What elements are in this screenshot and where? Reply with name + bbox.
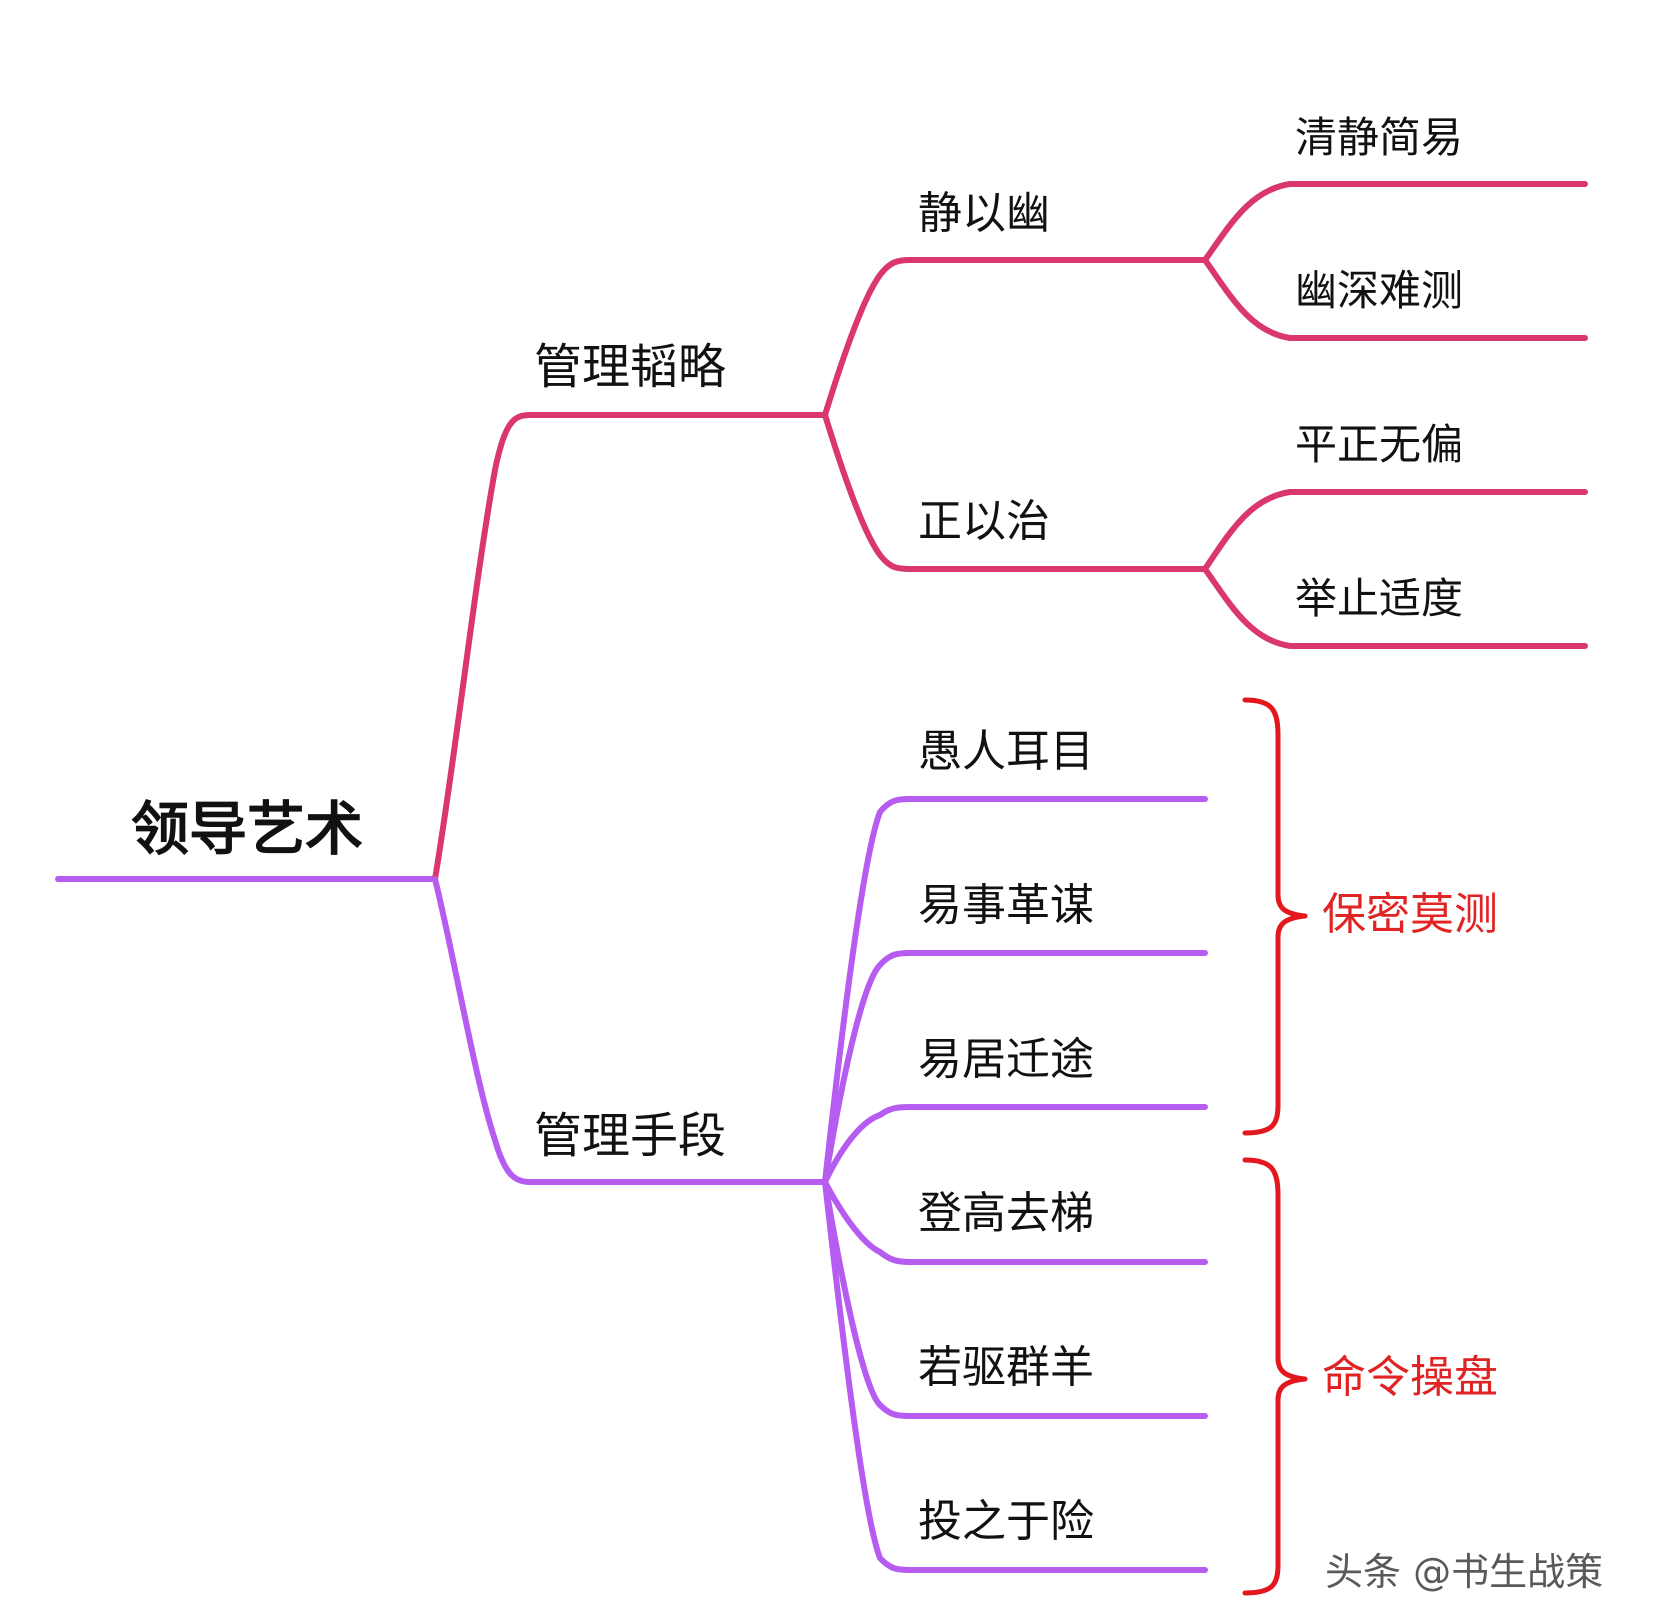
connector-jingyiyou-to-leaf-2	[1202, 257, 1588, 341]
node-label-zhengyizhi: 正以治	[918, 496, 1050, 547]
method-label: 易事革谋	[918, 880, 1094, 931]
method-label: 易居迁途	[918, 1034, 1094, 1085]
method-label: 登高去梯	[918, 1188, 1094, 1239]
connector-methods-to-child-4	[822, 1179, 1208, 1265]
connector-methods-to-child-3	[822, 1104, 1208, 1185]
method-label: 愚人耳目	[918, 726, 1094, 777]
leaf-label: 幽深难测	[1295, 266, 1464, 315]
leaf-label: 举止适度	[1295, 574, 1464, 623]
method-label: 若驱群羊	[918, 1342, 1094, 1393]
connector-zhengyizhi-to-leaf-2	[1202, 566, 1588, 649]
connector-methods-to-child-5	[822, 1179, 1208, 1419]
group-bracket-2	[1242, 1157, 1308, 1596]
connector-strategy-to-zhengyizhi	[822, 412, 1208, 572]
connector-root-to-methods	[432, 876, 828, 1185]
connector-jingyiyou-to-leaf-1	[1202, 181, 1588, 263]
root-label: 领导艺术	[131, 795, 364, 863]
group-bracket-1	[1242, 697, 1308, 1136]
connector-methods-to-child-2	[822, 950, 1208, 1185]
leaf-label: 清静简易	[1295, 113, 1464, 162]
node-label-jingyiyou: 静以幽	[918, 188, 1050, 239]
connector-zhengyizhi-to-leaf-1	[1202, 489, 1588, 572]
connector-strategy-to-jingyiyou	[822, 257, 1208, 418]
connector-root-to-strategy	[432, 412, 828, 882]
group-label-command: 命令操盘	[1322, 1352, 1498, 1403]
connector-methods-to-child-1	[822, 796, 1208, 1185]
branch-label-strategy: 管理韬略	[534, 339, 727, 395]
branch-label-methods: 管理手段	[534, 1108, 727, 1164]
leaf-label: 平正无偏	[1295, 420, 1464, 469]
group-label-secrecy: 保密莫测	[1322, 889, 1498, 940]
connector-methods-to-child-6	[822, 1179, 1208, 1573]
method-label: 投之于险	[918, 1496, 1094, 1547]
watermark-text: 头条 @书生战策	[1325, 1550, 1604, 1594]
